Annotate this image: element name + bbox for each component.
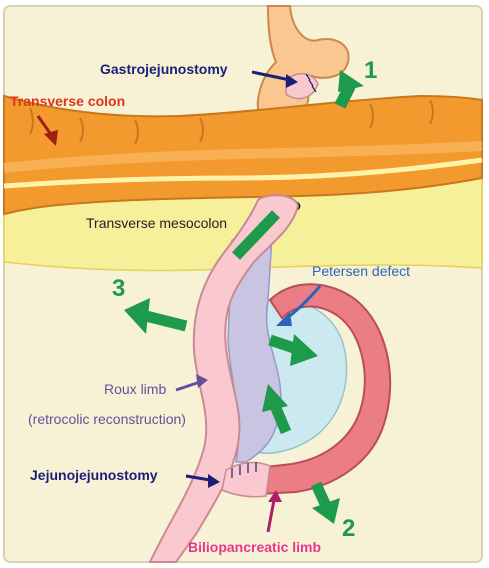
jejunojejunostomy-site: [221, 461, 271, 498]
label-petersen-defect: Petersen defect: [312, 263, 410, 279]
jejunojejunostomy-stitches: [231, 462, 257, 478]
leader-biliopancreatic-limb: [266, 490, 282, 533]
label-jejunojejunostomy: Jejunojejunostomy: [30, 467, 158, 483]
leader-transverse-colon: [36, 115, 58, 146]
label-transverse-mesocolon: Transverse mesocolon: [86, 215, 227, 231]
transverse-colon-stripe: [3, 157, 483, 189]
transverse-colon-highlight: [3, 141, 483, 173]
label-transverse-colon: Transverse colon: [10, 93, 125, 109]
number-2: 2: [342, 515, 355, 542]
roux-limb: [148, 194, 300, 563]
arrow-mesocolon: [232, 210, 280, 260]
label-roux-limb: Roux limb: [104, 381, 166, 397]
leader-jejunojejunostomy: [185, 474, 220, 488]
label-biliopancreatic-limb: Biliopancreatic limb: [188, 539, 321, 555]
leader-roux-limb: [175, 374, 208, 392]
arrow-petersen-right: [268, 334, 318, 366]
number-1: 1: [364, 57, 377, 84]
colon-haustra: [29, 99, 434, 145]
arrow-petersen-up: [262, 384, 292, 435]
label-retrocolic-reconstruction: (retrocolic reconstruction): [28, 411, 186, 427]
leader-gastrojejunostomy: [251, 70, 298, 88]
biliopancreatic-limb: [254, 283, 392, 496]
arrow-2: [310, 481, 340, 524]
gastrojejunostomy-stitches: [305, 73, 317, 93]
arrow-1: [334, 70, 364, 109]
leader-petersen-defect: [276, 285, 322, 326]
label-gastrojejunostomy: Gastrojejunostomy: [100, 61, 228, 77]
arrow-3: [124, 298, 188, 334]
number-3: 3: [112, 275, 125, 302]
